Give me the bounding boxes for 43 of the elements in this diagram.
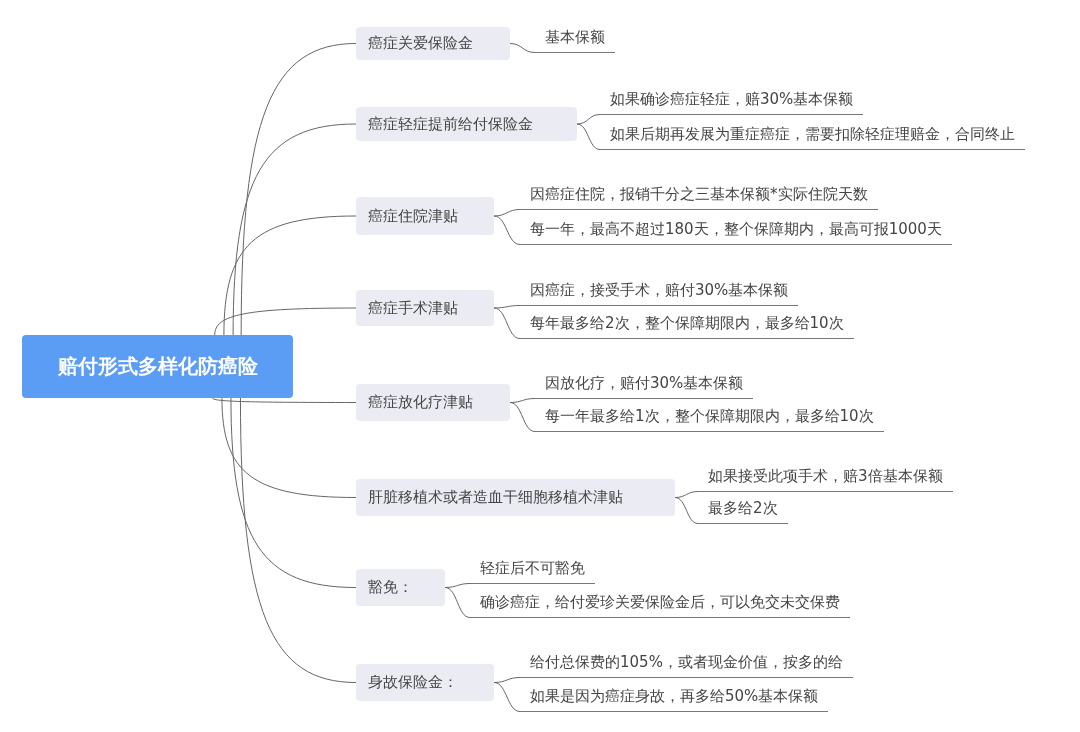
subtopic-text: 如果确诊癌症轻症，赔30%基本保额 — [600, 88, 864, 115]
connector-line — [223, 215, 357, 336]
connector-line — [576, 123, 601, 150]
connector-line — [674, 497, 699, 524]
topic-box: 癌症放化疗津贴 — [356, 384, 510, 421]
subtopic-text: 每年最多给2次，整个保障期限内，最多给10次 — [520, 312, 854, 339]
connector-line — [232, 123, 357, 336]
topic-box: 身故保险金： — [356, 664, 494, 701]
subtopic-text: 因癌症，接受手术，赔付30%基本保额 — [520, 279, 799, 306]
connector-line — [509, 402, 536, 432]
subtopic-text: 轻症后不可豁免 — [470, 557, 595, 584]
connector-line — [240, 43, 357, 336]
connector-line — [493, 215, 521, 245]
connector-line — [493, 682, 521, 712]
connector-line — [509, 43, 536, 53]
connector-line — [493, 209, 521, 217]
connector-line — [214, 307, 357, 336]
subtopic-text: 如果后期再发展为重症癌症，需要扣除轻症理赔金，合同终止 — [600, 123, 1025, 150]
topic-box: 癌症轻症提前给付保险金 — [356, 107, 577, 141]
connector-line — [444, 587, 471, 618]
central-topic-box: 赔付形式多样化防癌险 — [22, 335, 293, 398]
subtopic-text: 每一年最多给1次，整个保障期限内，最多给10次 — [535, 405, 884, 432]
subtopic-text: 如果是因为癌症身故，再多给50%基本保额 — [520, 685, 829, 712]
topic-box: 豁免： — [356, 569, 445, 606]
topic-box: 癌症关爱保险金 — [356, 27, 510, 60]
subtopic-text: 每一年，最高不超过180天，整个保障期内，最高可报1000天 — [520, 218, 952, 245]
subtopic-text: 如果接受此项手术，赔3倍基本保额 — [698, 465, 953, 492]
subtopic-text: 基本保额 — [535, 26, 615, 53]
topic-box: 癌症手术津贴 — [356, 290, 494, 326]
topic-box: 肝脏移植术或者造血干细胞移植术津贴 — [356, 479, 675, 516]
subtopic-text: 因放化疗，赔付30%基本保额 — [535, 372, 754, 399]
connector-line — [576, 114, 601, 125]
connector-line — [211, 397, 357, 403]
connector-line — [493, 305, 521, 309]
connector-line — [221, 397, 357, 498]
topic-box: 癌症住院津贴 — [356, 197, 494, 235]
connector-line — [230, 397, 357, 588]
connector-line — [493, 307, 521, 339]
subtopic-text: 给付总保费的105%，或者现金价值，按多的给 — [520, 651, 853, 678]
subtopic-text: 因癌症住院，报销千分之三基本保额*实际住院天数 — [520, 183, 878, 210]
subtopic-text: 最多给2次 — [698, 497, 788, 524]
subtopic-text: 确诊癌症，给付爱珍关爱保险金后，可以免交未交保费 — [470, 591, 850, 618]
connector-line — [239, 397, 357, 683]
